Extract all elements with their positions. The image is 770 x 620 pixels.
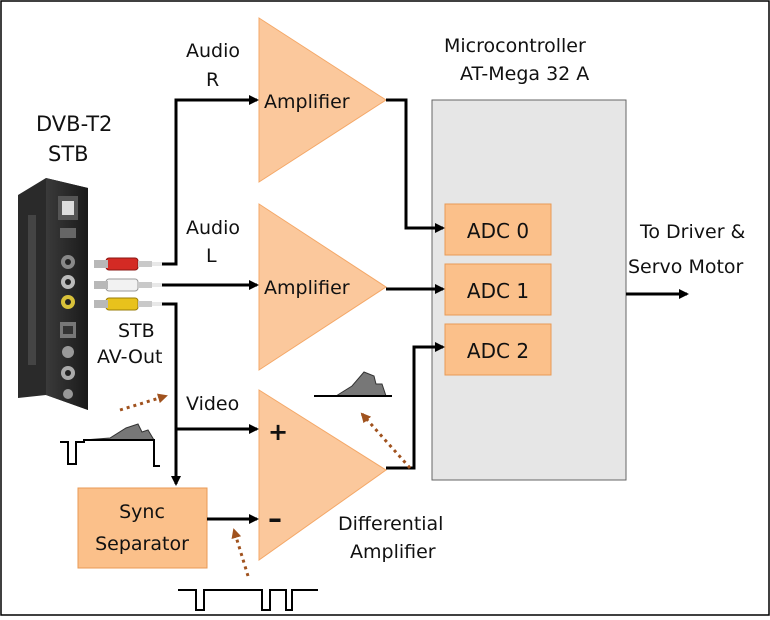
stb-title-line1: DVB-T2 [36,112,112,136]
stb-title-line2: STB [48,142,89,166]
adc1-label: ADC 1 [467,279,529,303]
dotted-arrow-sync [231,528,250,577]
rca-plug-white-icon [94,278,162,292]
differential-amplifier-triangle [258,389,387,561]
diff-amplifier-label-line2: Amplifier [350,541,436,563]
dotted-pointers [119,393,412,577]
rca-plug-red-icon [94,257,162,271]
audio-r-label-line1: Audio [186,40,240,62]
sync-separator-box [77,487,208,569]
adc0-box [444,203,552,256]
adc2-label: ADC 2 [467,339,529,363]
stb-device-icon [18,178,88,410]
amplifier-middle-label: Amplifier [264,277,350,299]
waveform-sync-pulses-icon [178,589,318,611]
diff-plus-sign: + [268,418,288,446]
mcu-label-line2: AT-Mega 32 A [460,63,589,85]
amplifier-top-label: Amplifier [264,91,350,113]
stb-avout-line1: STB [118,320,155,342]
amplifier-top-triangle [258,17,387,183]
wire-diff-to-adc2 [386,342,445,470]
dotted-arrow-diff-out [360,412,412,469]
sync-separator-line1: Sync [119,501,165,523]
waveform-video-stripped-icon [314,371,392,397]
wire-video-down [162,302,181,486]
output-label-line1: To Driver & [639,221,746,243]
wire-amp-top-to-adc0 [386,98,445,233]
signal-wires [162,95,689,524]
audio-r-label-line2: R [206,69,219,91]
diff-minus-sign: – [268,502,282,535]
diff-amplifier-label-line1: Differential [338,513,443,535]
wire-audio-r-in [162,95,259,266]
rca-plug-yellow-icon [94,297,162,311]
output-label-line2: Servo Motor [628,256,744,278]
sync-separator-line2: Separator [95,533,189,555]
mcu-label-line1: Microcontroller [444,35,586,57]
adc2-box [444,323,552,376]
audio-l-label-line2: L [206,245,217,267]
video-label: Video [186,393,239,415]
dotted-arrow-video-in [119,393,168,412]
waveform-video-composite-icon [60,423,160,467]
amplifier-middle-triangle [258,203,387,371]
adc1-box [444,263,552,316]
audio-l-label-line1: Audio [186,217,240,239]
adc0-label: ADC 0 [467,219,529,243]
stb-avout-line2: AV-Out [97,346,163,368]
